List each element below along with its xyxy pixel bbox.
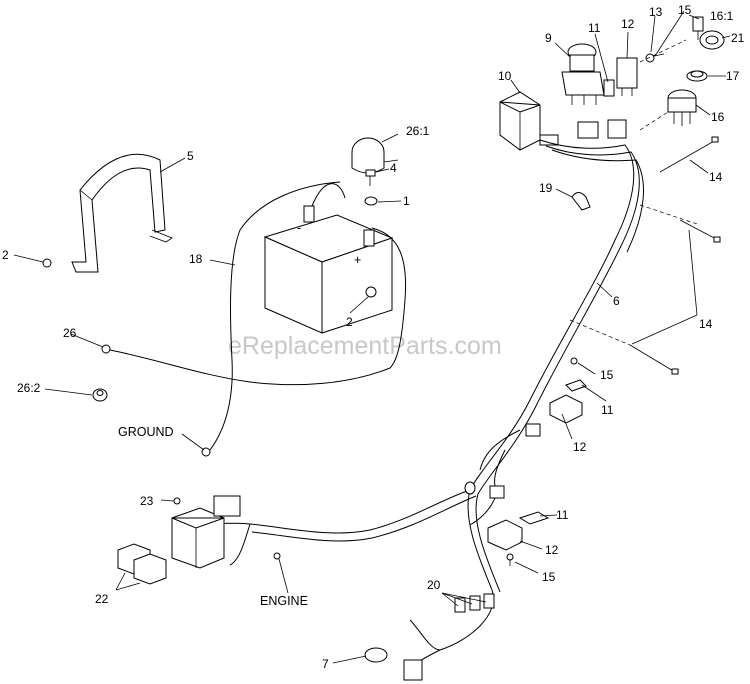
switch-9 — [561, 43, 605, 105]
battery-plus-label: + — [354, 253, 361, 267]
callout-15-top: 15 — [678, 3, 692, 17]
callout-20: 20 — [427, 578, 441, 592]
cable-26 — [109, 349, 391, 386]
callout-19: 19 — [539, 181, 553, 195]
callout-11-mid: 11 — [601, 403, 614, 417]
bracket-11-mid — [565, 357, 587, 392]
callout-15-low: 15 — [542, 570, 556, 584]
callout-26-2: 26:2 — [17, 381, 41, 395]
connector-top-a — [577, 121, 599, 139]
ground-label: GROUND — [118, 425, 174, 439]
callout-11-low: 11 — [556, 508, 569, 522]
relay-12-top — [616, 57, 638, 96]
callout-11-top: 11 — [588, 21, 601, 35]
callout-5: 5 — [187, 149, 194, 163]
callout-16: 16 — [711, 110, 725, 124]
nut-17 — [686, 70, 708, 82]
callout-22: 22 — [95, 592, 109, 606]
switch-12-low — [487, 519, 523, 551]
callout-18: 18 — [189, 252, 203, 266]
connector-mid — [489, 485, 505, 499]
callout-2-bracket: 2 — [2, 248, 9, 262]
clip-19 — [571, 192, 591, 211]
screw-13 — [645, 53, 665, 63]
battery-hold-down-5 — [71, 153, 173, 273]
bracket-11-low — [518, 511, 550, 525]
key-16-1 — [692, 16, 704, 40]
callout-2-battery: 2 — [346, 315, 353, 329]
engine-label: ENGINE — [260, 594, 308, 608]
cable-tie-14-low — [569, 319, 679, 375]
leader-lines — [13, 10, 731, 664]
positive-cable — [371, 227, 407, 369]
callout-12-top: 12 — [621, 17, 635, 31]
fuse-block — [171, 495, 241, 569]
callout-14-top: 14 — [709, 170, 723, 184]
bolt-4 — [365, 169, 376, 186]
grommet-mid — [464, 481, 476, 495]
terminal-boot-26-1 — [351, 137, 399, 174]
connector-bottom — [403, 659, 423, 681]
cable-tie-14-mid — [639, 204, 721, 243]
callout-15-mid: 15 — [600, 368, 614, 382]
battery-minus-label: - — [297, 221, 301, 235]
engine-lead-terminal — [273, 552, 281, 560]
callout-21: 21 — [731, 31, 745, 45]
callout-17: 17 — [726, 69, 740, 83]
watermark: eReplacementParts.com — [228, 332, 502, 360]
battery: - + — [263, 205, 394, 334]
key-21 — [699, 30, 725, 50]
callout-6: 6 — [613, 294, 620, 308]
cable-tie-14-top — [659, 136, 719, 173]
callout-26-1: 26:1 — [406, 124, 430, 138]
screw-15-low — [506, 553, 514, 566]
callout-13: 13 — [649, 5, 663, 19]
callout-12-mid: 12 — [573, 440, 587, 454]
callout-7: 7 — [322, 657, 329, 671]
connector-top-c — [539, 134, 559, 146]
connector-20c — [483, 593, 495, 609]
ignition-switch-16 — [667, 89, 697, 126]
washer-1 — [364, 196, 378, 206]
connector-top-b — [607, 119, 627, 139]
callout-26: 26 — [63, 326, 77, 340]
bracket-11-top — [603, 79, 615, 97]
nut-2-bracket — [42, 258, 52, 268]
callout-9: 9 — [545, 31, 552, 45]
terminal-boot-26-2 — [92, 388, 108, 402]
switch-12-mid — [525, 394, 583, 437]
main-harness-6 — [199, 139, 644, 676]
ground-cable-18 — [209, 181, 341, 451]
callout-12-low: 12 — [545, 543, 559, 557]
switch-10 — [499, 91, 541, 151]
callout-23: 23 — [140, 494, 154, 508]
connector-20b — [469, 595, 481, 611]
cable-26-terminal — [101, 344, 111, 354]
bolt-23 — [173, 497, 181, 505]
callout-10: 10 — [498, 69, 512, 83]
relays-22 — [117, 543, 167, 585]
callout-16-1: 16:1 — [710, 9, 734, 23]
grommet-7 — [364, 647, 388, 663]
connector-20a — [454, 597, 466, 613]
callout-1: 1 — [403, 194, 410, 208]
negative-cable — [311, 183, 346, 207]
callout-4: 4 — [390, 161, 397, 175]
callout-14-low: 14 — [699, 317, 713, 331]
